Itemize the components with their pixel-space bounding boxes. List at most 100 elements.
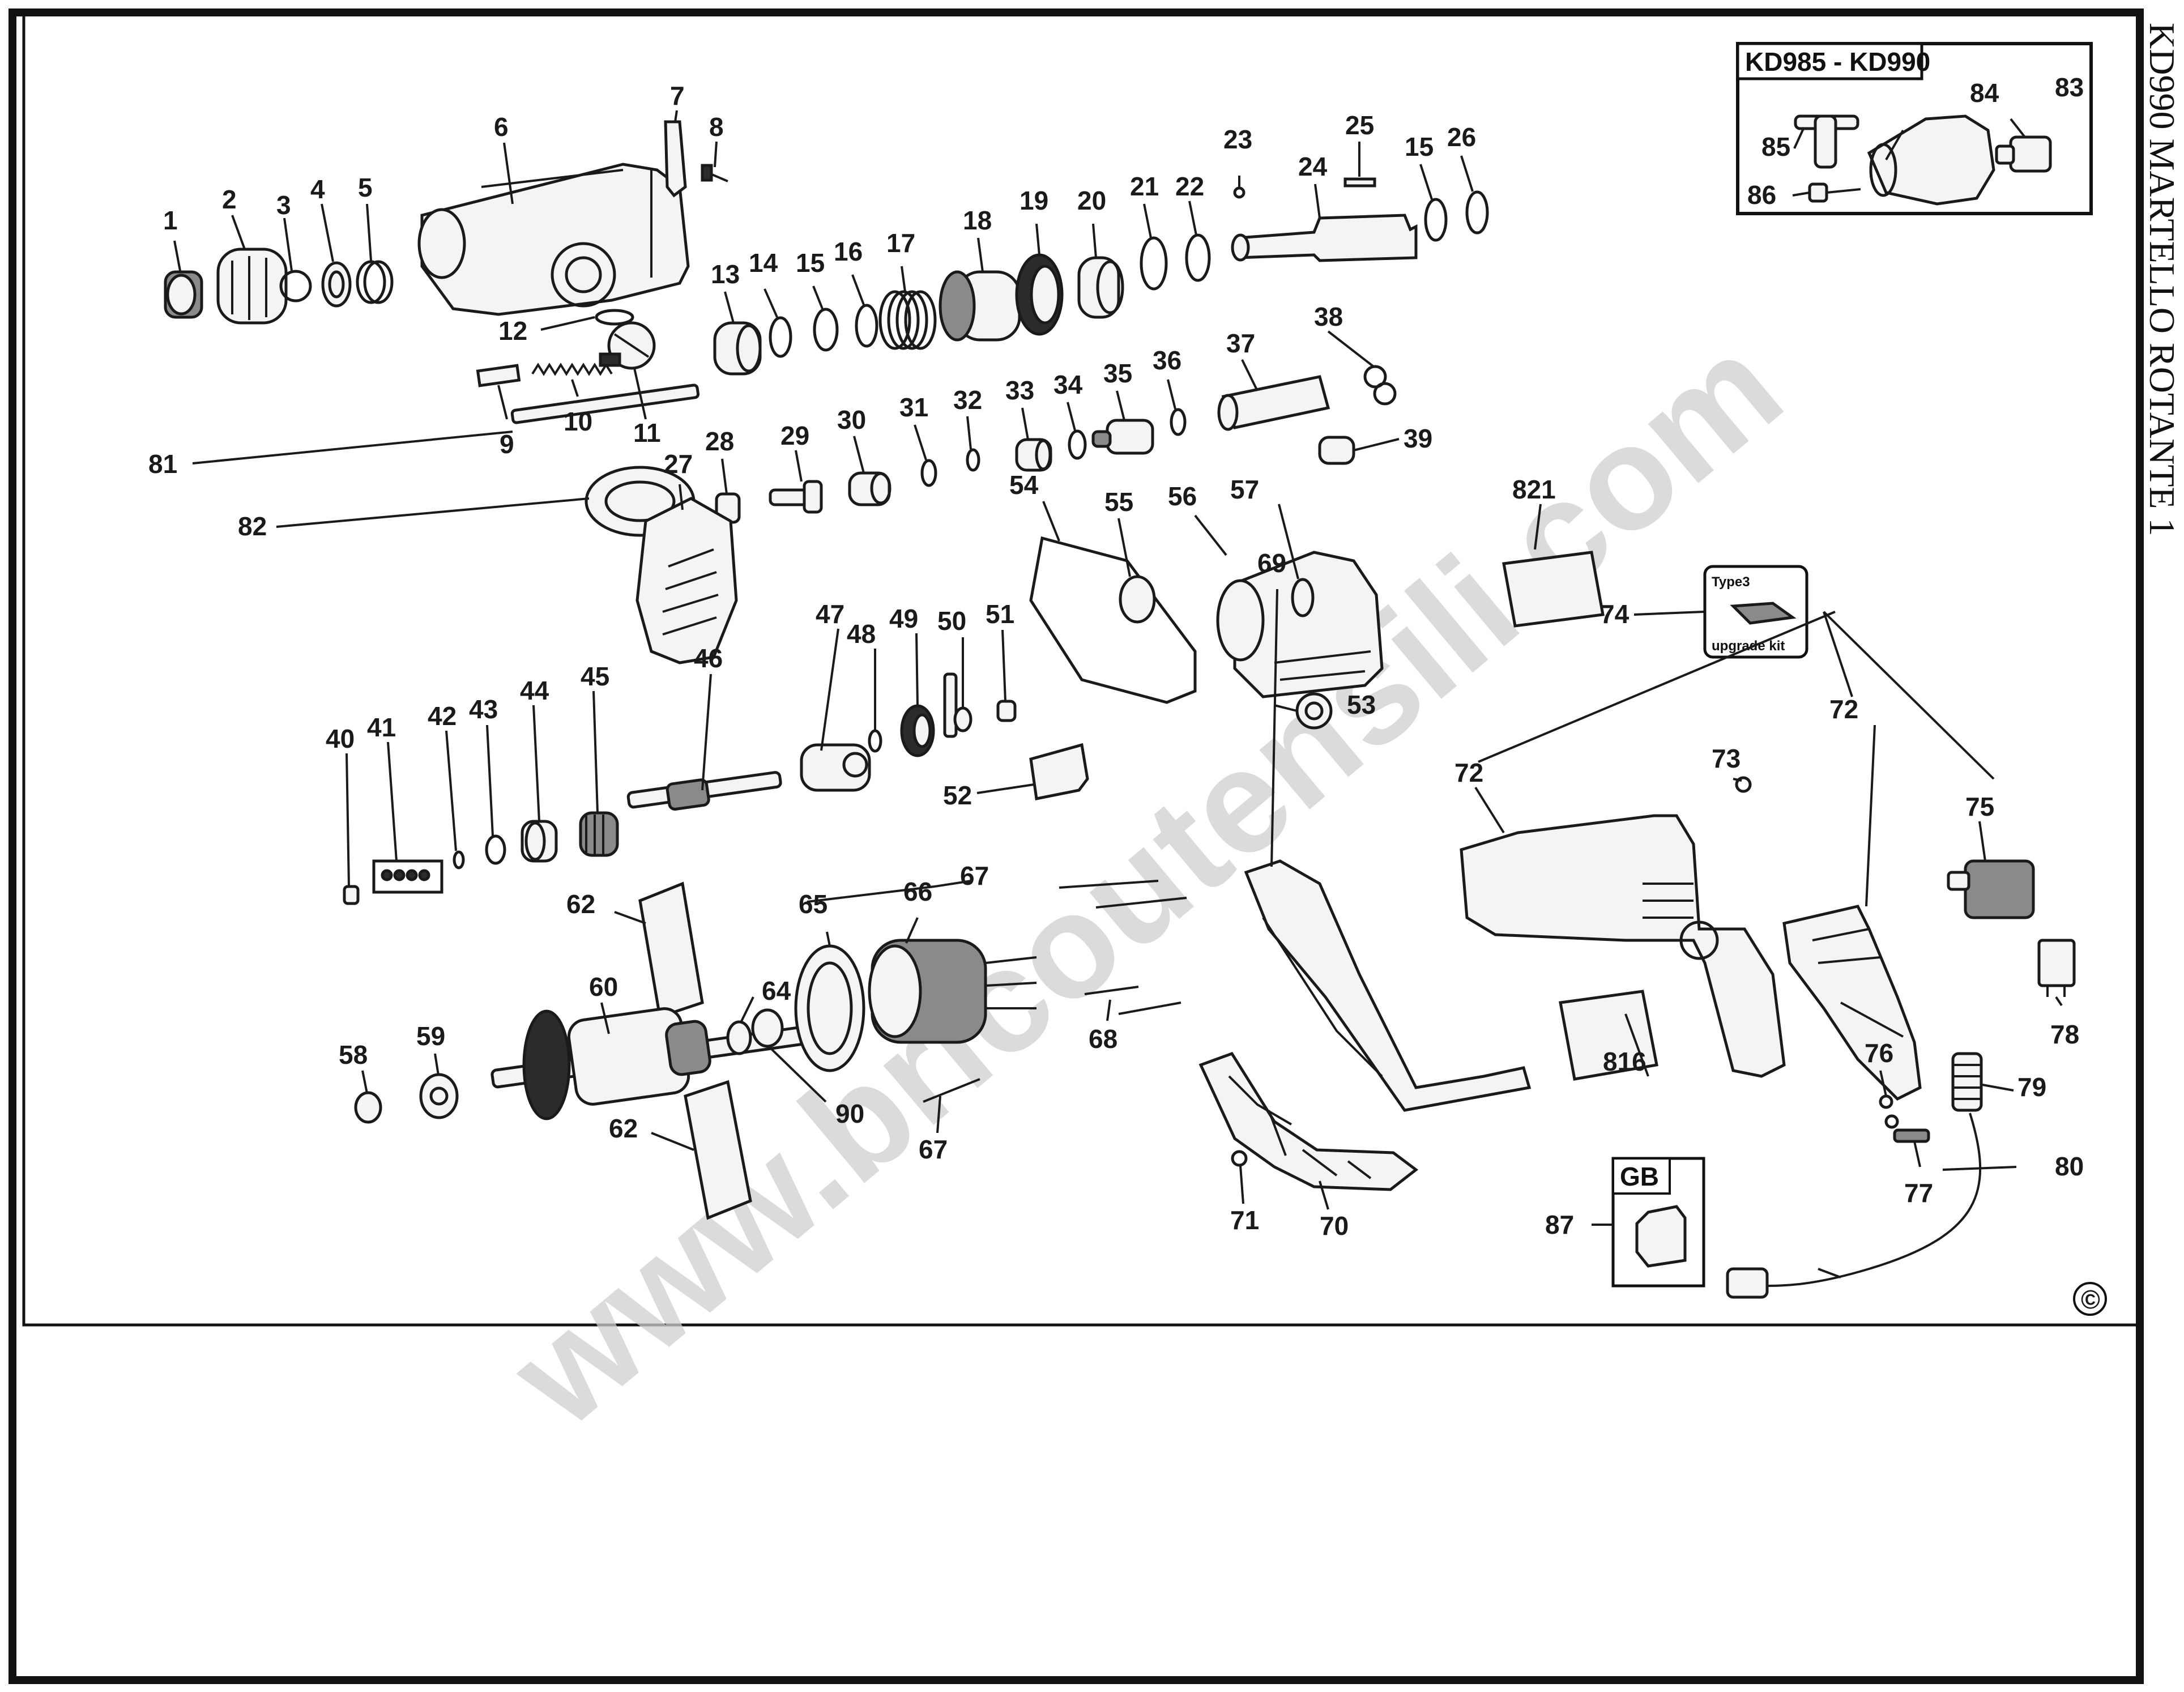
part-19-gear — [1015, 253, 1064, 336]
part-69-handle-half — [1244, 859, 1532, 1112]
label-41: 41 — [367, 713, 396, 742]
label-30: 30 — [837, 405, 866, 434]
label-43: 43 — [469, 694, 498, 724]
label-821: 821 — [1512, 475, 1556, 504]
part-73-screw — [1735, 776, 1752, 793]
label-75: 75 — [1965, 792, 1994, 821]
part-77-clamp — [1893, 1128, 1930, 1143]
part-72b-housing-half — [1782, 905, 1922, 1101]
gb-inset-title: GB — [1620, 1162, 1659, 1191]
label-70: 70 — [1320, 1211, 1349, 1241]
part-43-ring — [485, 834, 506, 865]
label-11: 11 — [633, 418, 661, 447]
part-52-clip — [1029, 743, 1089, 800]
part-57-ring — [1291, 578, 1315, 617]
label-77: 77 — [1904, 1178, 1933, 1208]
part-10-spring — [531, 363, 613, 376]
part-39-bushing — [1318, 436, 1355, 465]
kd-inset: KD985 - KD990 — [1736, 42, 2093, 215]
part-2-sleeve — [216, 248, 288, 325]
label-25: 25 — [1345, 110, 1374, 140]
upgrade-kit-bottom-text: upgrade kit — [1712, 638, 1785, 654]
label-79: 79 — [2017, 1072, 2046, 1102]
part-62b-brush-card — [684, 1080, 752, 1220]
label-82: 82 — [238, 512, 267, 541]
upgrade-kit-top-text: Type3 — [1712, 574, 1750, 590]
part-25-pin — [1343, 177, 1376, 187]
label-90: 90 — [835, 1099, 864, 1128]
label-35: 35 — [1103, 359, 1132, 388]
label-55: 55 — [1104, 487, 1133, 517]
part-72a-motor-housing — [1460, 814, 1786, 1078]
part-8-screw — [701, 164, 728, 182]
part-4-washer — [321, 261, 352, 308]
part-37-cylinder — [1217, 375, 1330, 431]
label-84: 84 — [1970, 78, 1999, 108]
label-78: 78 — [2050, 1020, 2079, 1049]
label-73: 73 — [1712, 744, 1741, 773]
label-57: 57 — [1230, 475, 1259, 504]
part-70-handle-frame — [1198, 1051, 1419, 1191]
part-82-side-handle — [585, 466, 738, 664]
label-65: 65 — [799, 889, 827, 919]
label-13: 13 — [711, 259, 740, 289]
label-42: 42 — [428, 701, 457, 731]
part-26-ring — [1465, 190, 1489, 235]
part-65-baffle — [794, 944, 865, 1072]
part-24-spindle — [1231, 214, 1418, 262]
part-21-ring — [1140, 236, 1168, 291]
label-52: 52 — [943, 781, 972, 810]
label-12: 12 — [498, 316, 527, 346]
part-67b-screw — [923, 1078, 980, 1103]
label-81: 81 — [148, 449, 177, 479]
part-41-needles — [372, 859, 443, 894]
label-816: 816 — [1603, 1047, 1646, 1076]
label-71: 71 — [1230, 1205, 1259, 1235]
part-44-bearing — [521, 820, 558, 863]
label-76: 76 — [1865, 1038, 1893, 1068]
part-32-ring — [966, 448, 980, 472]
label-17: 17 — [886, 228, 915, 258]
label-15a: 15 — [796, 248, 825, 278]
label-45: 45 — [581, 662, 609, 691]
part-71-screw — [1231, 1150, 1248, 1167]
label-1: 1 — [163, 206, 178, 235]
part-64-washer — [726, 1020, 752, 1055]
label-4: 4 — [310, 174, 325, 204]
label-14: 14 — [749, 248, 778, 278]
part-51-bushing — [996, 700, 1017, 722]
copyright-symbol: © — [2081, 1285, 2100, 1314]
part-15b-ring — [1424, 198, 1448, 242]
label-7: 7 — [670, 81, 685, 110]
label-87: 87 — [1545, 1210, 1574, 1239]
part-12-seal — [595, 309, 634, 326]
kd-inset-title: KD985 - KD990 — [1745, 47, 1930, 76]
part-31-ring — [920, 459, 937, 487]
part-11-selector-knob — [599, 321, 656, 370]
label-58: 58 — [339, 1040, 368, 1069]
part-46-intermediate-shaft — [626, 771, 782, 811]
label-2: 2 — [222, 185, 237, 214]
label-67a: 67 — [960, 861, 989, 890]
label-22: 22 — [1175, 172, 1204, 201]
part-66-field-coil — [868, 939, 1037, 1044]
label-28: 28 — [705, 427, 734, 456]
part-22-ring — [1185, 233, 1211, 282]
label-67b: 67 — [919, 1135, 948, 1164]
part-30-bearing — [848, 471, 891, 506]
label-72b: 72 — [1829, 694, 1858, 724]
label-15b: 15 — [1405, 132, 1434, 161]
label-80: 80 — [2055, 1152, 2084, 1181]
label-20: 20 — [1077, 186, 1106, 215]
part-79-cord-sleeve — [1951, 1052, 1983, 1112]
label-32: 32 — [953, 385, 982, 415]
label-53: 53 — [1347, 690, 1376, 719]
label-36: 36 — [1153, 346, 1181, 375]
part-47-wobble-bearing — [800, 672, 958, 792]
drill-chuck-key — [1794, 114, 1859, 169]
label-34: 34 — [1053, 370, 1083, 399]
part-17-spring — [878, 290, 937, 350]
label-68: 68 — [1089, 1024, 1117, 1054]
part-76-screw — [1879, 1094, 1899, 1129]
